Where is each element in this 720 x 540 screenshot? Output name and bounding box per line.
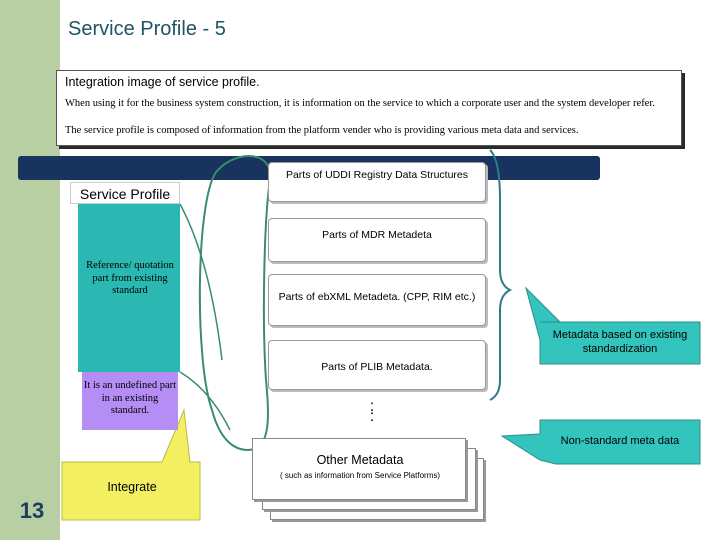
right-brace (489, 149, 513, 401)
callout-standard-shape (525, 286, 701, 365)
integration-loop (198, 155, 272, 452)
mdr-parts-box: Parts of MDR Metadeta (268, 218, 486, 262)
undefined-part-box: It is an undefined part in an existing s… (82, 372, 178, 430)
callout-nonstandard-shape (500, 419, 701, 465)
callout-integrate-shape (61, 408, 201, 521)
intro-box: Integration image of service profile. Wh… (56, 70, 682, 146)
sidebar-decoration (0, 0, 60, 540)
intro-text-line1: When using it for the business system co… (65, 98, 655, 109)
ebxml-parts-box: Parts of ebXML Metadeta. (CPP, RIM etc.) (268, 274, 486, 326)
service-profile-column (78, 200, 180, 372)
other-metadata-note: ( such as information from Service Platf… (279, 471, 441, 480)
other-metadata-title: Other Metadata (316, 453, 404, 467)
callout-nonstandard-label: Non-standard meta data (560, 435, 680, 447)
other-metadata-box: Other Metadata ( such as information fro… (252, 438, 466, 500)
uddi-parts-box: Parts of UDDI Registry Data Structures (268, 162, 486, 202)
ellipsis-marker: : : (369, 398, 375, 425)
intro-text-line2: The service profile is composed of infor… (65, 125, 579, 136)
reference-part-label: Reference/ quotation part from existing … (86, 260, 174, 296)
service-profile-label: Service Profile (70, 182, 180, 204)
plib-parts-box: Parts of PLIB Metadata. (268, 340, 486, 390)
callout-integrate-label: Integrate (107, 480, 157, 494)
connector-lines (179, 203, 231, 431)
slide-number: 13 (19, 498, 45, 523)
intro-heading: Integration image of service profile. (65, 75, 260, 89)
slide-title: Service Profile - 5 (68, 18, 226, 40)
callout-standard-label: Metadata based on existing standardizati… (552, 329, 688, 355)
